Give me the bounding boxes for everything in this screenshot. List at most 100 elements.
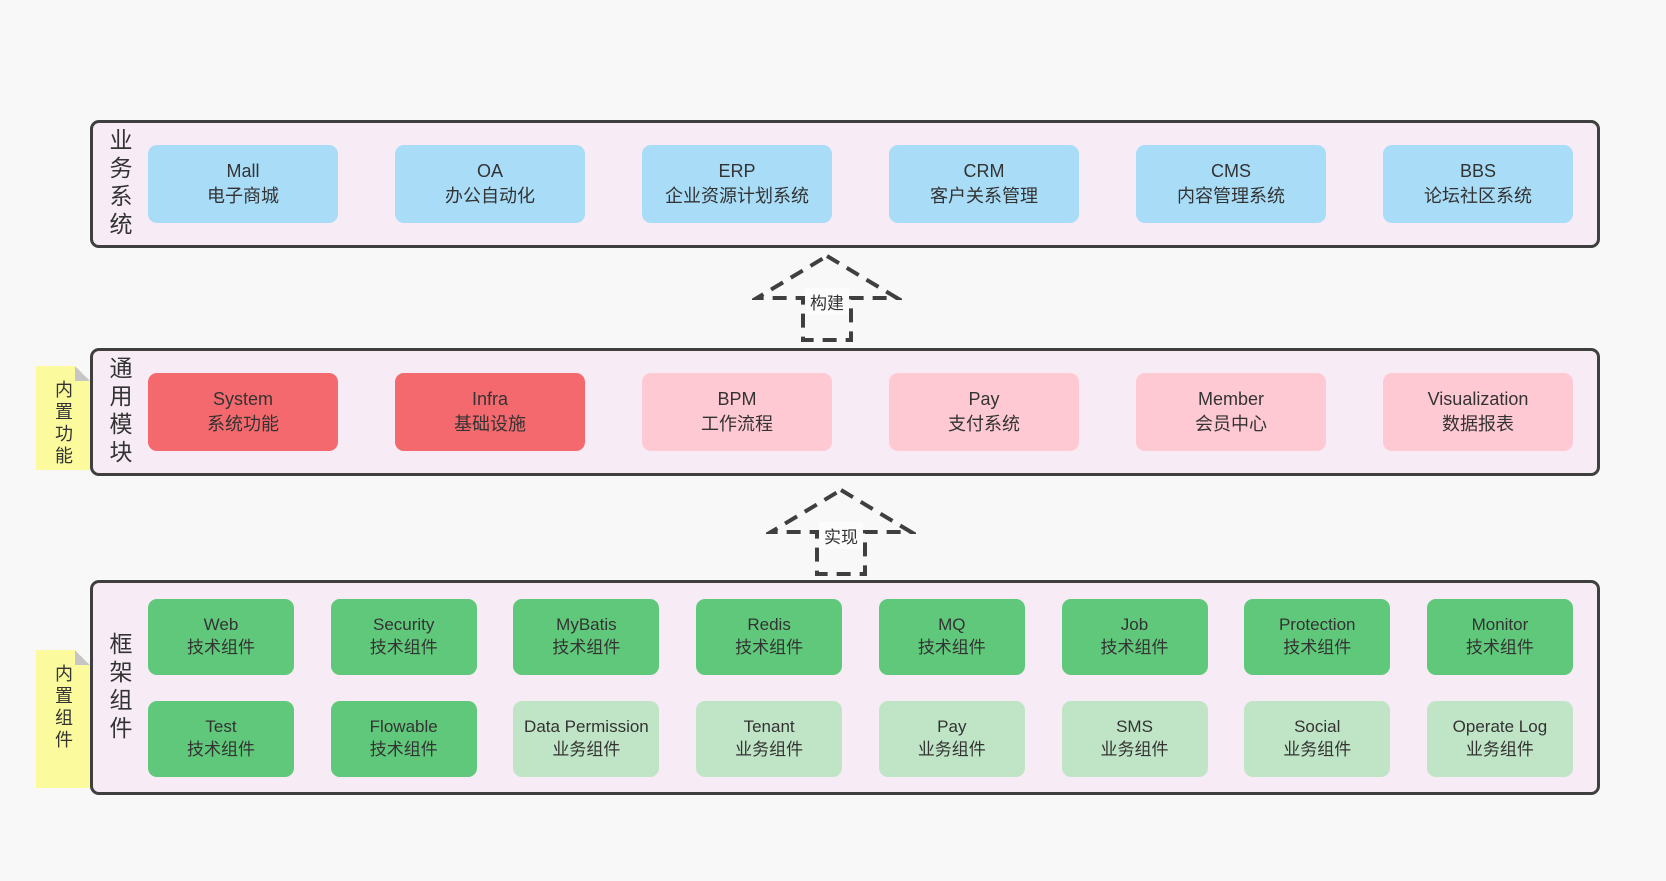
box-subtitle: 技术组件	[917, 637, 986, 657]
box-title: Tenant	[743, 717, 795, 737]
section-label: 通用模块	[106, 356, 132, 468]
box-title: Operate Log	[1452, 717, 1548, 737]
box-title: Redis	[747, 615, 791, 635]
box-subtitle: 内容管理系统	[1177, 186, 1285, 206]
box-title: ERP	[718, 160, 756, 181]
box-visualization: Visualization 数据报表	[1383, 373, 1573, 451]
section-label: 框架组件	[106, 631, 132, 744]
box-title: Web	[203, 615, 239, 635]
box-test: Test 技术组件	[148, 700, 294, 777]
section-label: 业务系统	[106, 128, 132, 240]
box-subtitle: 技术组件	[187, 637, 255, 657]
box-oa: OA 办公自动化	[395, 145, 585, 223]
box-infra: Infra 基础设施	[395, 373, 585, 451]
section-framework-components: 框架组件 Web 技术组件 Security 技术组件 MyBatis 技术组件…	[90, 580, 1600, 795]
box-title: Protection	[1278, 615, 1356, 635]
box-protection: Protection 技术组件	[1244, 598, 1391, 675]
dashed-up-arrow-icon	[752, 253, 902, 342]
box-row: Test 技术组件 Flowable 技术组件 Data Permission …	[148, 700, 1573, 777]
box-title: MQ	[938, 615, 966, 635]
box-subtitle: 工作流程	[701, 414, 773, 434]
box-pay-component: Pay 业务组件	[878, 700, 1025, 777]
box-crm: CRM 客户关系管理	[889, 145, 1079, 223]
box-tenant: Tenant 业务组件	[696, 700, 843, 777]
box-web: Web 技术组件	[148, 598, 294, 675]
box-row: Mall 电子商城 OA 办公自动化 ERP 企业资源计划系统 CRM 客户关系…	[148, 145, 1573, 223]
box-title: CRM	[963, 160, 1005, 181]
box-flowable: Flowable 技术组件	[330, 700, 477, 777]
section-business-systems: 业务系统 Mall 电子商城 OA 办公自动化 ERP 企业资源计划系统 CRM…	[90, 120, 1600, 248]
box-subtitle: 技术组件	[1465, 637, 1534, 657]
build-arrow-label: 构建	[805, 288, 849, 315]
sticky-note-built-in-features: 内置功能	[36, 366, 90, 470]
box-title: Infra	[471, 388, 509, 409]
box-title: BPM	[717, 388, 757, 409]
implement-arrow-label: 实现	[819, 522, 863, 549]
box-subtitle: 技术组件	[1283, 637, 1352, 657]
box-title: Monitor	[1471, 615, 1529, 635]
box-subtitle: 论坛社区系统	[1424, 186, 1532, 206]
box-row: Web 技术组件 Security 技术组件 MyBatis 技术组件 Redi…	[148, 598, 1573, 675]
box-member: Member 会员中心	[1136, 373, 1326, 451]
box-subtitle: 技术组件	[552, 637, 621, 657]
box-subtitle: 基础设施	[454, 414, 526, 434]
box-subtitle: 技术组件	[187, 739, 255, 759]
box-title: System	[212, 388, 273, 409]
box-redis: Redis 技术组件	[696, 598, 843, 675]
dashed-up-arrow-icon	[766, 487, 916, 576]
box-subtitle: 客户关系管理	[930, 186, 1038, 206]
box-sms: SMS 业务组件	[1061, 700, 1208, 777]
box-title: MyBatis	[556, 615, 617, 635]
box-title: Pay	[937, 717, 967, 737]
box-subtitle: 技术组件	[1100, 637, 1169, 657]
box-title: Visualization	[1427, 388, 1529, 409]
box-subtitle: 会员中心	[1195, 414, 1267, 434]
box-security: Security 技术组件	[330, 598, 477, 675]
box-monitor: Monitor 技术组件	[1426, 598, 1573, 675]
box-title: BBS	[1459, 160, 1497, 181]
box-title: Member	[1197, 388, 1264, 409]
implement-arrow: 实现	[766, 486, 916, 578]
box-title: Flowable	[369, 717, 438, 737]
box-subtitle: 电子商城	[207, 186, 279, 206]
box-cms: CMS 内容管理系统	[1136, 145, 1326, 223]
box-subtitle: 技术组件	[369, 739, 438, 759]
box-title: Social	[1294, 717, 1341, 737]
box-title: CMS	[1211, 160, 1251, 181]
box-row: System 系统功能 Infra 基础设施 BPM 工作流程 Pay 支付系统…	[148, 373, 1573, 451]
sticky-note-built-in-components: 内置组件	[36, 650, 90, 788]
box-subtitle: 技术组件	[369, 637, 438, 657]
box-title: Test	[205, 717, 237, 737]
box-title: Mall	[226, 160, 260, 181]
box-social: Social 业务组件	[1244, 700, 1391, 777]
box-title: Security	[372, 615, 435, 635]
box-bpm: BPM 工作流程	[642, 373, 832, 451]
box-subtitle: 业务组件	[735, 739, 804, 759]
box-subtitle: 业务组件	[1283, 739, 1352, 759]
box-subtitle: 数据报表	[1442, 414, 1514, 434]
box-operate-log: Operate Log 业务组件	[1426, 700, 1573, 777]
section-rows: Mall 电子商城 OA 办公自动化 ERP 企业资源计划系统 CRM 客户关系…	[148, 145, 1597, 223]
box-subtitle: 支付系统	[948, 414, 1020, 434]
box-system: System 系统功能	[148, 373, 338, 451]
box-subtitle: 技术组件	[735, 637, 804, 657]
box-bbs: BBS 论坛社区系统	[1383, 145, 1573, 223]
box-mall: Mall 电子商城	[148, 145, 338, 223]
box-subtitle: 业务组件	[917, 739, 986, 759]
box-subtitle: 业务组件	[552, 739, 621, 759]
box-subtitle: 企业资源计划系统	[665, 186, 809, 206]
box-pay-module: Pay 支付系统	[889, 373, 1079, 451]
box-job: Job 技术组件	[1061, 598, 1208, 675]
box-erp: ERP 企业资源计划系统	[642, 145, 832, 223]
box-mq: MQ 技术组件	[878, 598, 1025, 675]
box-subtitle: 系统功能	[207, 414, 279, 434]
section-common-modules: 通用模块 System 系统功能 Infra 基础设施 BPM 工作流程 Pay…	[90, 348, 1600, 476]
box-subtitle: 业务组件	[1100, 739, 1169, 759]
box-title: Data Permission	[524, 717, 649, 737]
box-title: Pay	[968, 388, 1000, 409]
sticky-note-label: 内置功能	[53, 380, 73, 468]
box-subtitle: 办公自动化	[445, 186, 535, 206]
box-title: SMS	[1116, 717, 1153, 737]
box-data-permission: Data Permission 业务组件	[513, 700, 660, 777]
